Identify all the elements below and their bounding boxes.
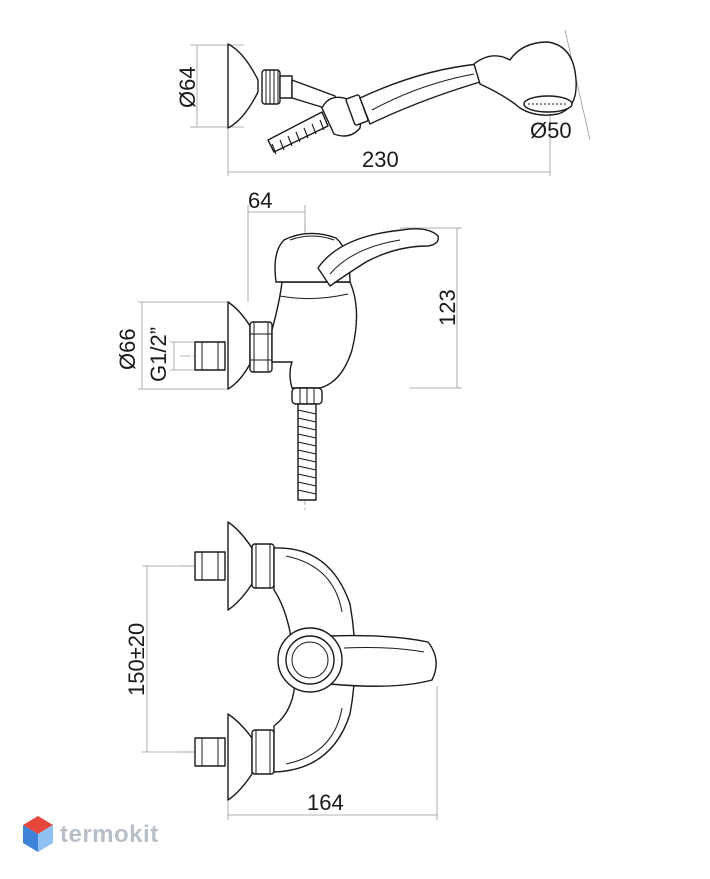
mixer-lever-top [329, 634, 437, 687]
upper-rosette [227, 521, 253, 611]
mixer-lever [317, 228, 439, 287]
shower-handle [359, 63, 485, 125]
upper-union-nut [251, 543, 275, 589]
mixer-top-view: 150±20 164 [124, 521, 438, 820]
holder-flange [227, 43, 259, 129]
dim-handshower-holder: Ø64 [175, 66, 200, 108]
dim-overall-width: 164 [307, 790, 344, 815]
dim-handshower-head: Ø50 [530, 118, 572, 143]
dim-center-distance: 150±20 [124, 623, 149, 696]
logo-left-face [23, 825, 38, 852]
handshower-view: Ø64 Ø50 230 [175, 29, 591, 176]
lower-rosette [227, 713, 253, 801]
dim-rosette-diameter: Ø66 [115, 328, 140, 370]
dim-spout-offset: 64 [248, 188, 272, 213]
dim-connection-thread: G1/2” [146, 327, 171, 382]
logo-right-face [38, 825, 53, 852]
watermark-brand-text: termokit [60, 821, 159, 848]
lower-inlet-nipple [194, 737, 226, 767]
upper-inlet-nipple [194, 551, 226, 581]
inlet-nipple [194, 341, 226, 371]
mixer-side-view: 64 123 Ø66 G1/2” [115, 188, 462, 510]
lower-union-nut [251, 729, 275, 775]
dim-body-height: 123 [435, 289, 460, 326]
mixer-body [271, 281, 358, 389]
termokit-watermark: termokit [23, 816, 159, 852]
dim-handshower-length: 230 [362, 147, 399, 172]
hose-coil [267, 111, 329, 155]
wall-rosette [227, 301, 251, 390]
union-nut [249, 321, 273, 373]
termokit-logo-icon [23, 816, 53, 852]
holder-nut [261, 69, 281, 105]
shower-hose [297, 403, 317, 501]
